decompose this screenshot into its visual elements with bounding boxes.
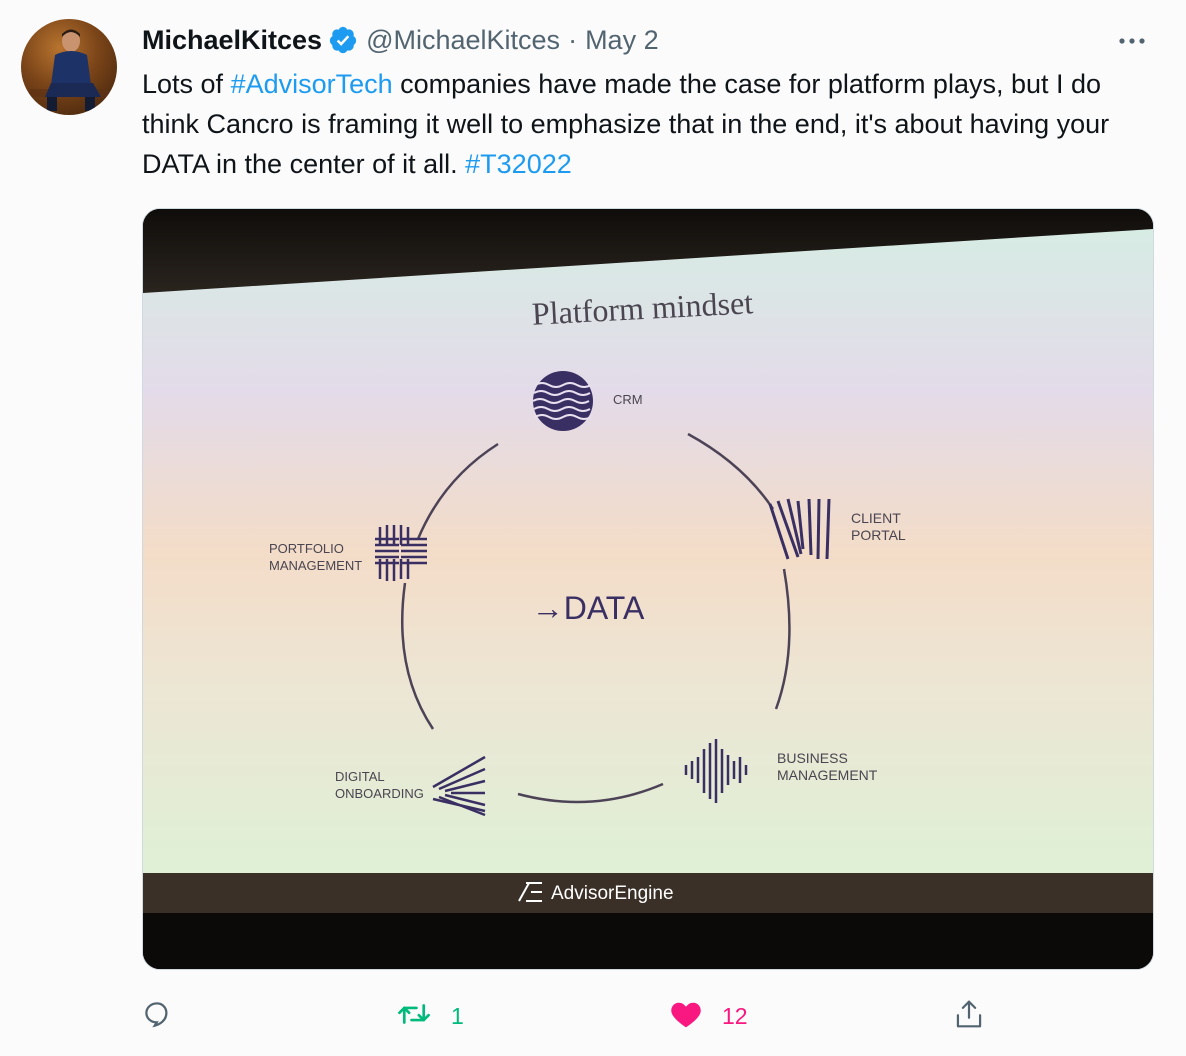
tweet-date[interactable]: May 2 <box>585 24 659 55</box>
tweet-text: Lots of #AdvisorTech companies have made… <box>142 64 1142 184</box>
like-count: 12 <box>722 1002 748 1029</box>
business-management-icon <box>684 739 748 803</box>
tweet-actions: 1 12 <box>142 992 1152 1040</box>
tweet-header: MichaelKitces @MichaelKitces · May 2 <box>142 22 659 58</box>
business-label-1: BUSINESS <box>777 750 848 766</box>
portfolio-label-1: PORTFOLIO <box>269 541 344 556</box>
client-portal-label-2: PORTAL <box>851 527 906 543</box>
client-portal-label-1: CLIENT <box>851 510 901 526</box>
portfolio-management-icon <box>375 525 427 581</box>
hashtag-link[interactable]: #AdvisorTech <box>230 69 393 99</box>
digital-label-2: ONBOARDING <box>335 786 424 801</box>
cycle-arrows <box>400 432 791 804</box>
avatar[interactable] <box>21 19 117 115</box>
retweet-count: 1 <box>451 1002 464 1029</box>
client-portal-icon <box>768 498 831 560</box>
advisorengine-logo-icon <box>518 882 542 902</box>
digital-label-1: DIGITAL <box>335 769 385 784</box>
heart-icon <box>670 999 702 1034</box>
tweet-photo[interactable]: Platform mindset CRM <box>142 208 1154 970</box>
tweet-text-part: companies have made the case for platfor… <box>142 69 1110 179</box>
author-name[interactable]: MichaelKitces <box>142 24 323 55</box>
verified-badge-icon <box>328 25 358 55</box>
share-icon <box>954 998 984 1035</box>
separator-dot: · <box>568 24 578 55</box>
like-button[interactable]: 12 <box>670 992 748 1040</box>
brand-label: AdvisorEngine <box>551 883 674 904</box>
tweet-text-part: Lots of <box>142 69 231 99</box>
retweet-button[interactable]: 1 <box>397 992 464 1040</box>
center-data-label: →DATA <box>532 590 645 626</box>
retweet-icon <box>397 999 431 1034</box>
crm-icon <box>532 371 593 431</box>
crm-label: CRM <box>613 392 643 407</box>
portfolio-label-2: MANAGEMENT <box>269 558 362 573</box>
digital-onboarding-icon <box>432 755 486 817</box>
business-label-2: MANAGEMENT <box>777 767 878 783</box>
hashtag-link[interactable]: #T32022 <box>465 149 572 179</box>
more-options-icon[interactable] <box>1114 26 1150 56</box>
author-handle[interactable]: @MichaelKitces <box>366 24 561 55</box>
share-button[interactable] <box>954 992 984 1040</box>
reply-button[interactable] <box>142 992 172 1040</box>
reply-icon <box>142 999 172 1034</box>
